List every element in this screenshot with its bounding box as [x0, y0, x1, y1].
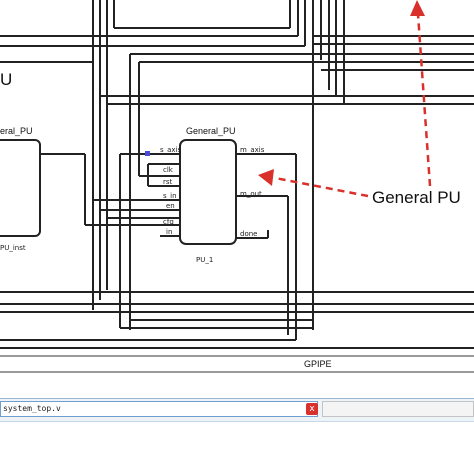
svg-text:cfg: cfg	[163, 218, 174, 226]
annotation-arrowhead-left-icon	[258, 169, 274, 186]
left-side-label: U	[0, 70, 12, 89]
annotation-label: General PU	[372, 188, 461, 207]
left-block-instance: PU_inst	[0, 244, 26, 252]
bus-label: GPIPE	[304, 359, 332, 369]
left-block-title: eral_PU	[0, 126, 33, 136]
left-partial-block[interactable]: eral_PU PU_inst	[0, 126, 41, 252]
center-block-general-pu[interactable]: General_PU PU_1 s_axis clk rst s_in en c…	[145, 126, 265, 264]
center-block-title: General_PU	[186, 126, 236, 136]
annotation-arrows	[274, 13, 432, 198]
annotation-arrowhead-up-icon	[410, 0, 425, 16]
center-block-instance: PU_1	[196, 256, 213, 264]
svg-text:in: in	[166, 228, 172, 236]
svg-text:s_in: s_in	[163, 192, 177, 200]
center-block-output-ports: m_axis m_out done	[240, 146, 265, 238]
close-icon[interactable]: x	[306, 403, 318, 415]
svg-text:m_axis: m_axis	[240, 146, 265, 154]
bottom-bus-wires	[0, 291, 474, 349]
selected-port-marker-icon	[145, 151, 150, 156]
app-file-tab-label: system_top.v	[3, 404, 61, 413]
svg-text:en: en	[166, 202, 175, 210]
app-file-tab[interactable]: system_top.v	[0, 401, 318, 417]
top-vertical-wires	[92, 0, 345, 330]
bottom-bus-grey	[0, 355, 474, 373]
svg-text:done: done	[240, 230, 257, 238]
center-block-input-ports: s_axis clk rst s_in en cfg in	[160, 146, 182, 236]
app-tab-filler	[322, 401, 474, 417]
top-horizontal-wires	[0, 35, 474, 330]
left-block-outputs	[40, 153, 180, 226]
svg-text:m_out: m_out	[240, 190, 262, 198]
svg-text:rst: rst	[163, 178, 173, 186]
svg-text:s_axis: s_axis	[160, 146, 182, 154]
app-panel	[0, 382, 474, 474]
svg-text:clk: clk	[163, 166, 174, 174]
